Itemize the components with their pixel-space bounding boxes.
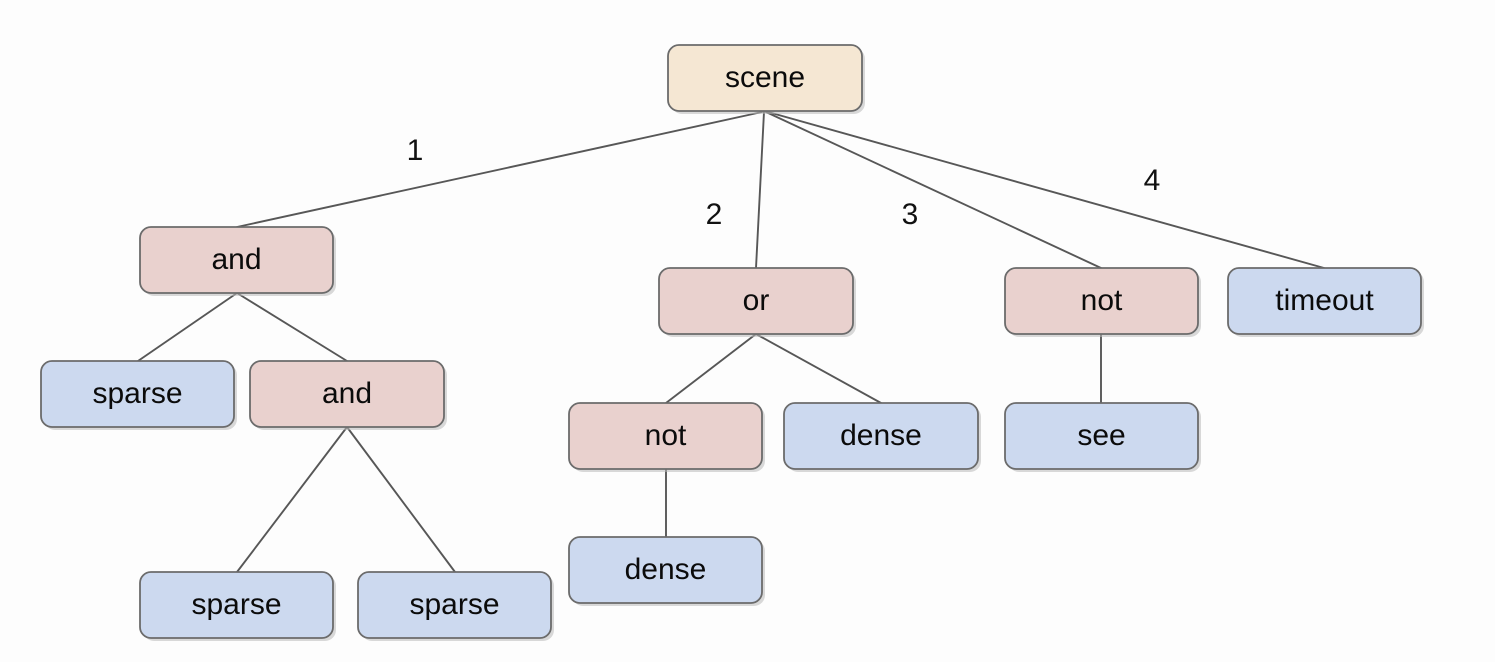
node-box[interactable] (139, 226, 334, 294)
node-label: not (1081, 284, 1123, 317)
edge-layer (137, 111, 1325, 573)
edge-label: 2 (706, 198, 723, 231)
tree-node-root[interactable]: scene (667, 44, 865, 114)
node-label: and (211, 243, 261, 276)
node-box[interactable] (568, 402, 763, 470)
tree-edge (755, 333, 882, 404)
tree-node-operator[interactable]: and (249, 360, 447, 430)
node-box[interactable] (1004, 402, 1199, 470)
node-label: dense (840, 419, 922, 452)
node-box[interactable] (139, 571, 334, 639)
tree-node-term[interactable]: dense (568, 536, 765, 606)
node-label: or (743, 284, 770, 317)
tree-node-term[interactable]: dense (783, 402, 981, 472)
node-box[interactable] (667, 44, 863, 112)
node-box[interactable] (783, 402, 979, 470)
tree-edge (236, 292, 348, 362)
node-box[interactable] (568, 536, 763, 604)
edge-label: 1 (407, 134, 424, 167)
node-label: and (322, 377, 372, 410)
node-box[interactable] (658, 267, 854, 335)
tree-edge (665, 333, 757, 404)
tree-edge (236, 111, 763, 228)
node-box[interactable] (1004, 267, 1199, 335)
node-layer: scene and or not timeout sparse and not dense see… (40, 44, 1424, 641)
tree-node-term[interactable]: sparse (40, 360, 237, 430)
node-label: sparse (409, 588, 499, 621)
edge-label-layer: 1 2 3 4 (407, 134, 1161, 231)
tree-node-term[interactable]: timeout (1227, 267, 1424, 337)
node-box[interactable] (1227, 267, 1422, 335)
node-label: sparse (92, 377, 182, 410)
edge-label: 3 (902, 198, 919, 231)
tree-edge (236, 426, 348, 573)
node-label: not (645, 419, 687, 452)
tree-node-operator[interactable]: or (658, 267, 856, 337)
node-label: sparse (191, 588, 281, 621)
tree-node-operator[interactable]: and (139, 226, 336, 296)
node-box[interactable] (40, 360, 235, 428)
node-label: see (1077, 419, 1125, 452)
node-label: dense (625, 553, 707, 586)
node-label: timeout (1275, 284, 1374, 317)
edge-label: 4 (1144, 164, 1161, 197)
node-box[interactable] (357, 571, 552, 639)
tree-edge (765, 111, 1102, 269)
tree-node-operator[interactable]: not (568, 402, 765, 472)
node-label: scene (725, 61, 805, 94)
tree-node-term[interactable]: see (1004, 402, 1201, 472)
tree-node-operator[interactable]: not (1004, 267, 1201, 337)
tree-node-term[interactable]: sparse (357, 571, 554, 641)
tree-edge (767, 111, 1325, 269)
node-box[interactable] (249, 360, 445, 428)
tree-node-term[interactable]: sparse (139, 571, 336, 641)
tree-edge (755, 111, 765, 269)
tree-edge (346, 426, 456, 573)
tree-edge (137, 292, 238, 362)
